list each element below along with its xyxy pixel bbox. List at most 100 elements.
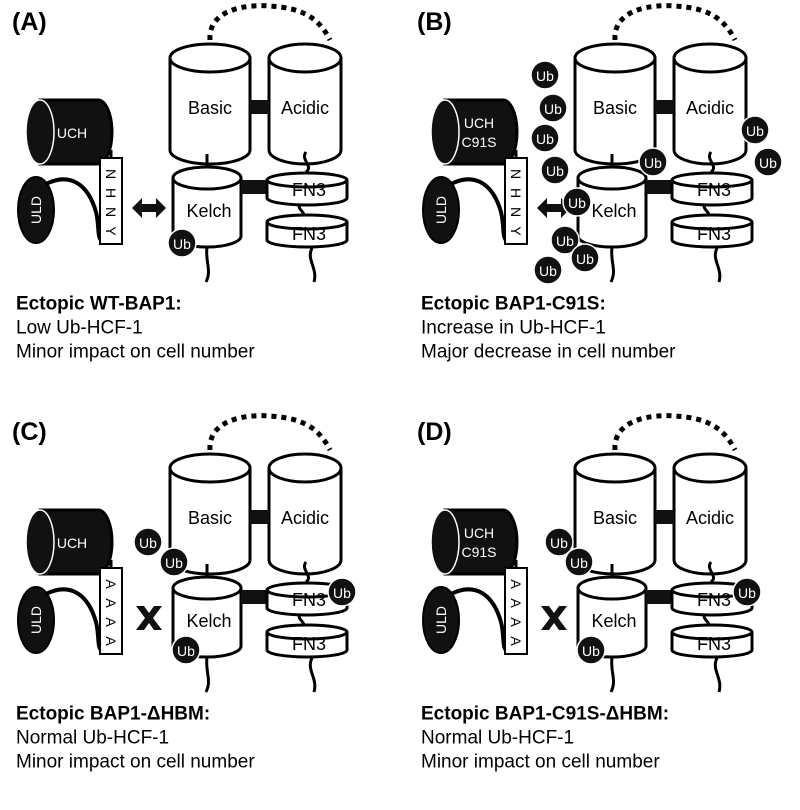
caption-line: Major decrease in cell number bbox=[421, 342, 676, 363]
motif-letter: Y bbox=[103, 226, 119, 236]
motif-letter: A bbox=[508, 617, 524, 627]
dashed-linker bbox=[612, 413, 738, 452]
basic-acidic-connector bbox=[250, 510, 269, 524]
panel-label: (D) bbox=[417, 418, 452, 446]
fn3-tail bbox=[713, 247, 722, 283]
basic-label: Basic bbox=[188, 508, 232, 528]
ub-label: Ub bbox=[165, 555, 183, 571]
ub-circle bbox=[562, 187, 592, 217]
acidic-domain: Acidic bbox=[267, 452, 343, 576]
acidic-domain: Acidic bbox=[672, 452, 748, 576]
uch-mutation-label: C91S bbox=[461, 134, 496, 150]
ub-circle bbox=[538, 93, 568, 123]
ubiquitin-1: Ub bbox=[167, 228, 197, 258]
fn3-domain-1: FN3 bbox=[670, 171, 754, 207]
uld-label: ULD bbox=[433, 606, 449, 634]
ub-circle bbox=[638, 147, 668, 177]
basic-domain: Basic bbox=[573, 452, 657, 576]
cross-icon bbox=[136, 606, 162, 630]
ub-label: Ub bbox=[139, 535, 157, 551]
fn3-domain-2: FN3 bbox=[670, 213, 754, 249]
acidic-domain: Acidic bbox=[672, 42, 748, 166]
fn3-label: FN3 bbox=[292, 180, 326, 200]
ub-label: Ub bbox=[536, 68, 554, 84]
uch-domain bbox=[430, 508, 519, 576]
kelch-fn3-connector bbox=[241, 590, 271, 604]
motif-letter: A bbox=[103, 579, 119, 589]
uld-domain: ULD bbox=[17, 176, 55, 244]
ub-label: Ub bbox=[556, 233, 574, 249]
motif-letter: H bbox=[103, 188, 119, 198]
ub-label: Ub bbox=[546, 163, 564, 179]
ubiquitin-1: Ub bbox=[544, 527, 574, 557]
ub-label: Ub bbox=[576, 251, 594, 267]
uld-domain: ULD bbox=[17, 586, 55, 654]
fn3-domain-2: FN3 bbox=[265, 213, 349, 249]
double-arrow-icon bbox=[132, 198, 166, 218]
fn3-label: FN3 bbox=[697, 634, 731, 654]
motif-letter: A bbox=[508, 636, 524, 646]
uld-label: ULD bbox=[433, 196, 449, 224]
acidic-label: Acidic bbox=[686, 98, 734, 118]
ubiquitin-1: Ub bbox=[530, 60, 560, 90]
kelch-fn3-connector bbox=[646, 180, 676, 194]
caption-line: Normal Ub-HCF-1 bbox=[16, 728, 169, 749]
uch-label: UCH bbox=[57, 535, 87, 551]
ub-label: Ub bbox=[539, 263, 557, 279]
panel-caption: Ectopic BAP1-C91S:Increase in Ub-HCF-1Ma… bbox=[421, 294, 676, 363]
uch-mutation-label: C91S bbox=[461, 544, 496, 560]
caption-line: Low Ub-HCF-1 bbox=[16, 318, 143, 339]
fn3-label: FN3 bbox=[697, 224, 731, 244]
motif-letter: H bbox=[508, 188, 524, 198]
motif-letter: N bbox=[103, 169, 119, 179]
ub-circle bbox=[171, 635, 201, 665]
caption-title: Ectopic WT-BAP1: bbox=[16, 294, 182, 315]
uch-label: UCH bbox=[57, 125, 87, 141]
fn3-label: FN3 bbox=[292, 224, 326, 244]
ub-label: Ub bbox=[544, 101, 562, 117]
motif-letter: A bbox=[103, 636, 119, 646]
acidic-fn3-link bbox=[708, 151, 715, 174]
dashed-linker bbox=[207, 413, 333, 452]
ub-label: Ub bbox=[582, 643, 600, 659]
basic-acidic-connector bbox=[250, 100, 269, 114]
kelch-label: Kelch bbox=[591, 611, 636, 631]
kelch-label: Kelch bbox=[186, 611, 231, 631]
uch-label: UCH bbox=[464, 115, 494, 131]
ubiquitin-1: Ub bbox=[133, 527, 163, 557]
motif-letter: N bbox=[508, 169, 524, 179]
uch-domain bbox=[25, 98, 114, 166]
ub-label: Ub bbox=[746, 123, 764, 139]
dashed-linker bbox=[612, 3, 738, 42]
acidic-label: Acidic bbox=[281, 508, 329, 528]
ub-circle bbox=[530, 60, 560, 90]
basic-label: Basic bbox=[593, 98, 637, 118]
ub-circle bbox=[327, 577, 357, 607]
ubiquitin-4: Ub bbox=[171, 635, 201, 665]
ub-circle bbox=[544, 527, 574, 557]
ub-label: Ub bbox=[759, 155, 777, 171]
ub-circle bbox=[533, 255, 563, 285]
motif-letter: A bbox=[103, 598, 119, 608]
fn3-tail bbox=[308, 657, 317, 693]
ub-label: Ub bbox=[550, 535, 568, 551]
caption-title: Ectopic BAP1-C91S-ΔHBM: bbox=[421, 704, 669, 725]
kelch-fn3-connector bbox=[646, 590, 676, 604]
motif-letter: A bbox=[508, 579, 524, 589]
uch-domain bbox=[430, 98, 519, 166]
fn3-label: FN3 bbox=[697, 590, 731, 610]
ubiquitin-6: Ub bbox=[638, 147, 668, 177]
acidic-label: Acidic bbox=[281, 98, 329, 118]
ub-label: Ub bbox=[177, 643, 195, 659]
kelch-fn3-connector bbox=[241, 180, 271, 194]
fn3-tail bbox=[713, 657, 722, 693]
motif-letter: A bbox=[103, 617, 119, 627]
cross-icon bbox=[541, 606, 567, 630]
